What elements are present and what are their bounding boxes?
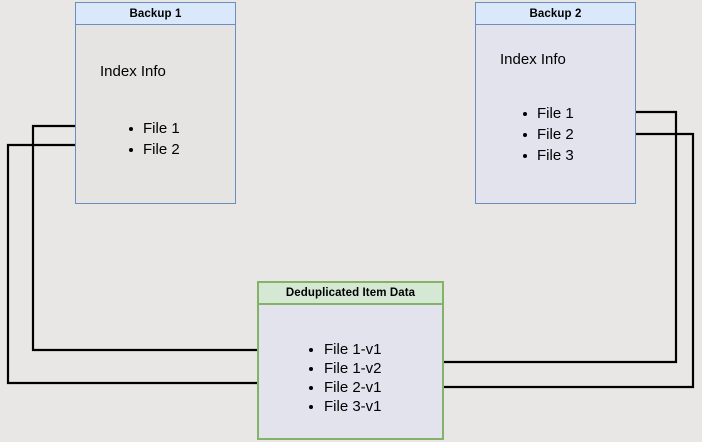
list-item: File 2 <box>521 124 574 145</box>
node-backup-1-file-list: File 1 File 2 <box>127 118 180 160</box>
node-deduplicated-item-data-title: Deduplicated Item Data <box>259 283 442 305</box>
node-backup-1-title: Backup 1 <box>76 3 235 25</box>
node-backup-2-title: Backup 2 <box>476 3 635 25</box>
list-item: File 2-v1 <box>307 378 382 397</box>
node-backup-2-section-label: Index Info <box>500 51 566 68</box>
node-backup-2[interactable]: Backup 2 Index Info File 1 File 2 File 3 <box>475 2 636 204</box>
node-backup-1[interactable]: Backup 1 Index Info File 1 File 2 <box>75 2 236 204</box>
list-item: File 1 <box>127 118 180 139</box>
node-backup-2-file-list: File 1 File 2 File 3 <box>521 103 574 166</box>
list-item: File 2 <box>127 139 180 160</box>
node-deduplicated-item-data-list: File 1-v1 File 1-v2 File 2-v1 File 3-v1 <box>307 340 382 416</box>
list-item: File 1-v2 <box>307 359 382 378</box>
node-deduplicated-item-data[interactable]: Deduplicated Item Data File 1-v1 File 1-… <box>257 281 444 440</box>
list-item: File 1-v1 <box>307 340 382 359</box>
list-item: File 3 <box>521 145 574 166</box>
list-item: File 3-v1 <box>307 397 382 416</box>
list-item: File 1 <box>521 103 574 124</box>
node-backup-1-section-label: Index Info <box>100 63 166 80</box>
